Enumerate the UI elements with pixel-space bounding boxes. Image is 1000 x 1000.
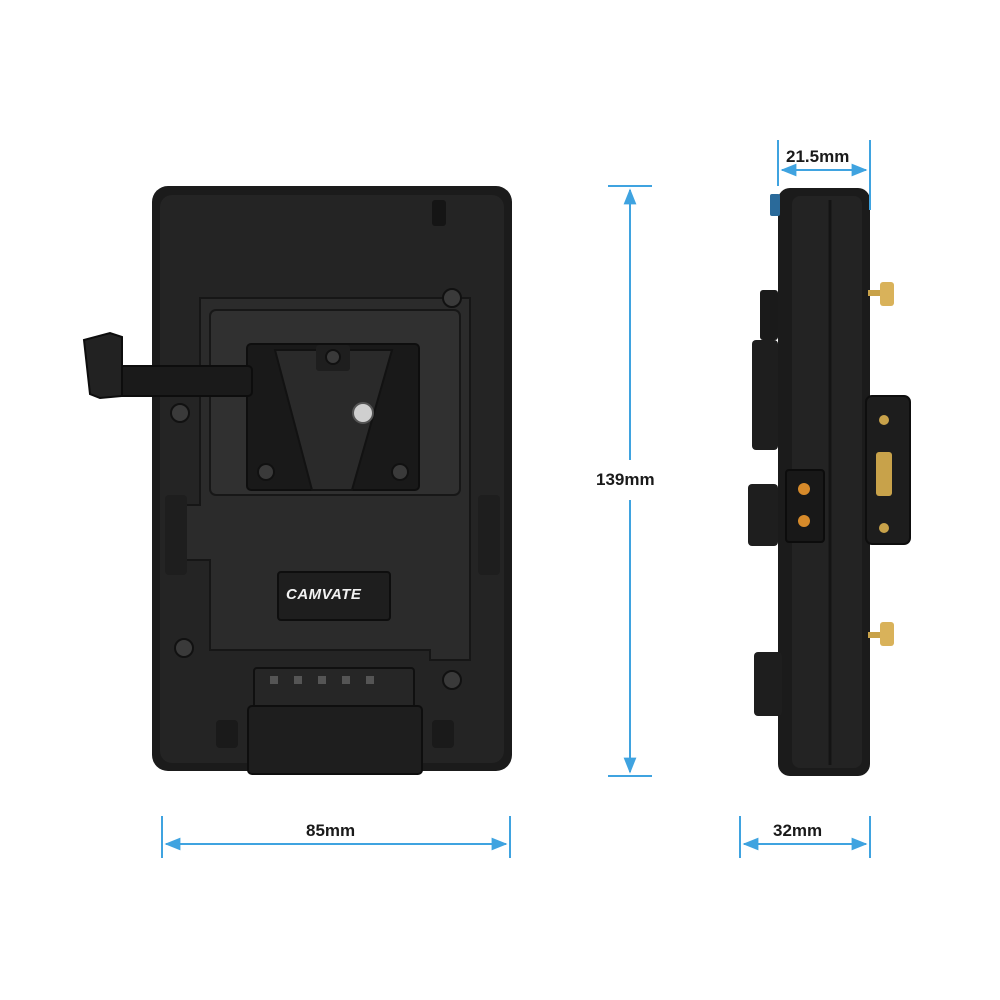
front-view-plate [82,186,512,775]
brand-logo: CAMVATE [286,586,362,603]
side-thickness-dimension-label: 21.5mm [786,147,850,166]
side-view-plate [748,188,911,776]
depth-dimension-label: 32mm [773,821,823,840]
height-dimension-label: 139mm [594,470,657,490]
width-dimension-label: 85mm [306,821,356,840]
dimension-lines [161,140,871,858]
